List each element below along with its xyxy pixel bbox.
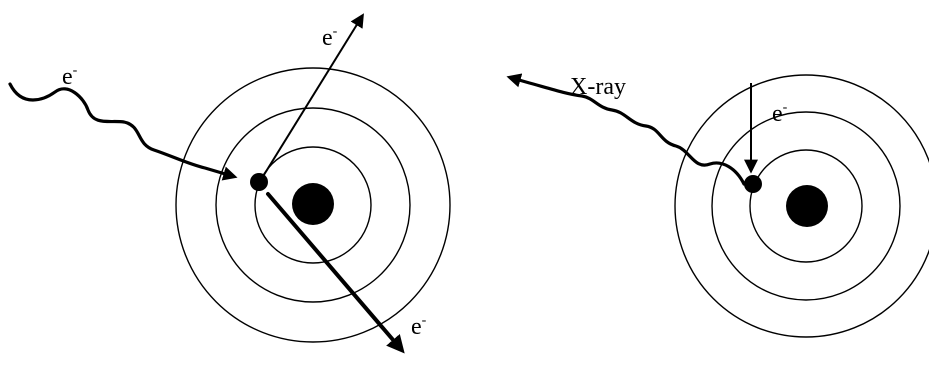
nucleus	[786, 185, 828, 227]
incoming-electron-path	[8, 82, 238, 181]
electron-transition-charge: -	[783, 100, 788, 115]
orbit-shell-inner	[749, 149, 863, 263]
x-ray-label: X-ray	[570, 74, 626, 100]
scattered-electron-symbol: e	[411, 314, 422, 340]
scattered-electron-charge: -	[422, 313, 427, 328]
nucleus	[292, 183, 334, 225]
incoming-electron-symbol: e	[62, 64, 73, 90]
ionization-panel: e- e- e-	[8, 13, 451, 354]
atom-right	[674, 74, 929, 338]
orbit-shell-outer	[175, 67, 451, 343]
electron-transition-label: e-	[772, 100, 788, 127]
orbit-shell-inner	[254, 146, 372, 264]
ejected-electron-arrow	[261, 13, 364, 179]
orbit-shell-middle	[711, 111, 901, 301]
ejected-electron-charge: -	[333, 24, 338, 39]
electron-transition-symbol: e	[772, 101, 783, 127]
orbit-shell-middle	[215, 107, 411, 303]
ejected-electron-symbol: e	[322, 25, 333, 51]
atom-left	[175, 67, 451, 343]
incoming-electron-label: e-	[62, 63, 78, 90]
vacancy-filled-electron	[744, 175, 762, 193]
incoming-electron-charge: -	[73, 63, 78, 78]
ejected-electron-label: e-	[322, 24, 338, 51]
scattered-electron-label: e-	[411, 313, 427, 340]
scattered-electron-arrow	[266, 192, 405, 354]
emission-panel: X-ray e-	[506, 73, 929, 338]
x-ray-emission-path	[506, 73, 746, 186]
inner-shell-electron	[250, 173, 268, 191]
orbit-shell-outer	[674, 74, 929, 338]
